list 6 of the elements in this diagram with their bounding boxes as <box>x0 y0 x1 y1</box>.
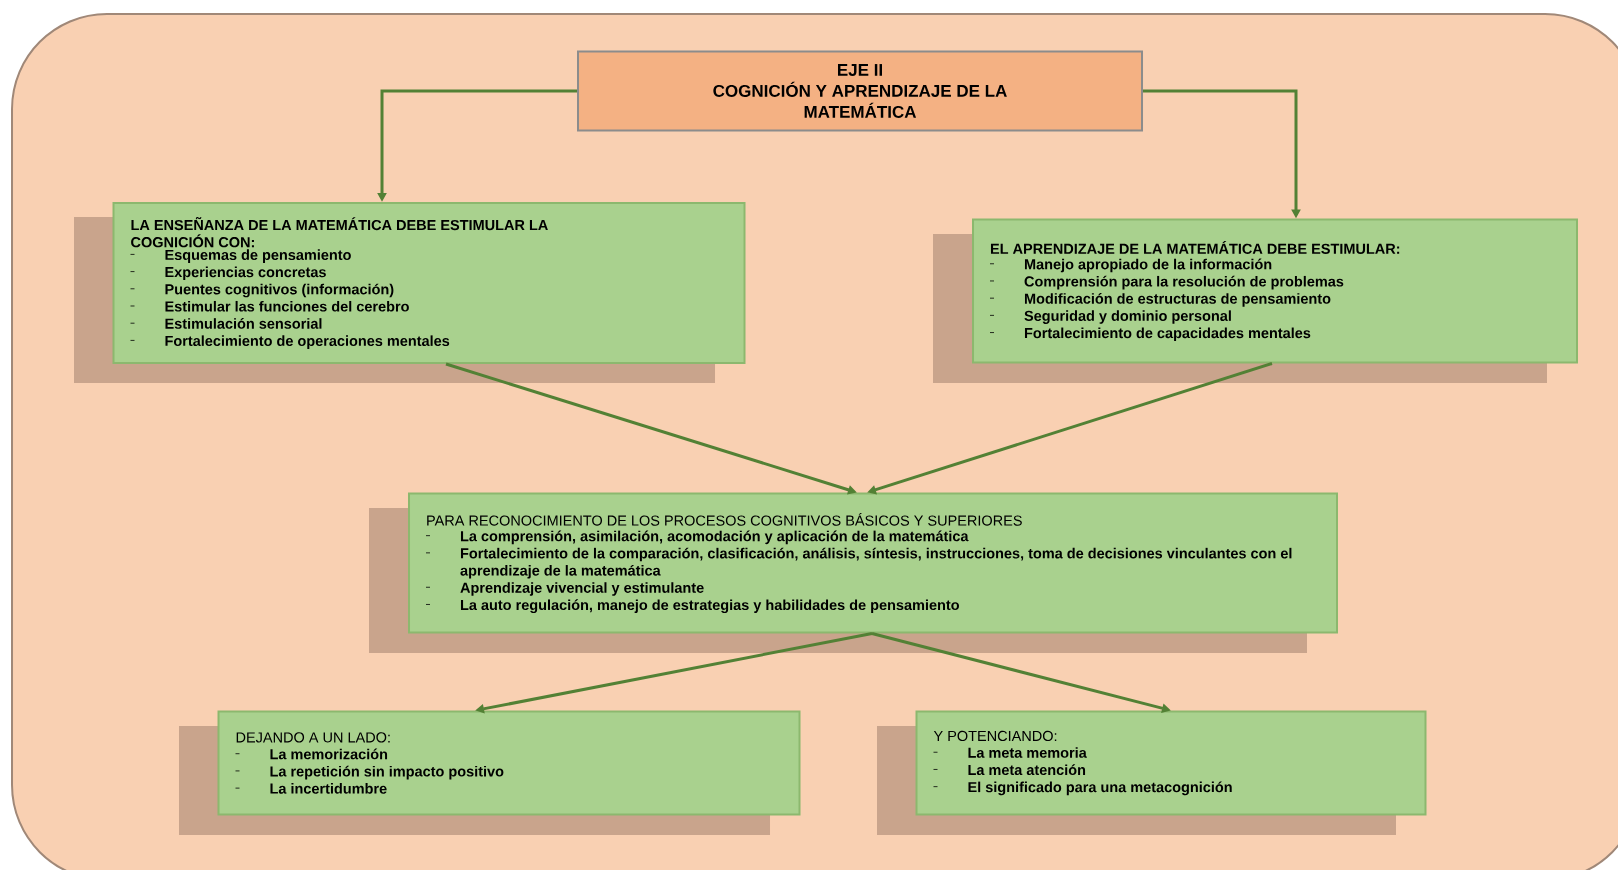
title-box: EJE II COGNICIÓN Y APRENDIZAJE DE LA MATEMÁTICA <box>577 50 1143 132</box>
list-box: LA ENSEÑANZA DE LA MATEMÁTICA DEBE ESTIMULAR LA COGNICIÓN CON: Esquemas de pensamiento Experiencias concretas Puentes cognitivos (información) Estimular las funciones del cerebro Estimulación sensorial Fortalecimiento de operaciones mentales <box>74 202 746 383</box>
list-box: PARA RECONOCIMIENTO DE LOS PROCESOS COGNITIVOS BÁSICOS Y SUPERIORES La comprensión, asimilación, acomodación y aplicación de la matemática Fortalecimiento de la comparación, clasificación, análisis, síntesis, instrucciones, toma de decisiones vinculantes con el aprendizaje de la matemática Aprendizaje vivencial y estimulante La auto regulación, manejo de estrategias y habilidades de pensamiento <box>369 492 1338 653</box>
list-box: Y POTENCIANDO: La meta memoria La meta atención El significado para una metacognición <box>877 710 1427 835</box>
list-box: EL APRENDIZAJE DE LA MATEMÁTICA DEBE ESTIMULAR: Manejo apropiado de la información Comprensión para la resolución de problemas Modificación de estructuras de pensamiento Seguridad y dominio personal Fortalecimiento de capacidades mentales <box>933 218 1578 383</box>
list-box: DEJANDO A UN LADO: La memorización La repetición sin impacto positivo La incertidumbre <box>179 710 801 835</box>
